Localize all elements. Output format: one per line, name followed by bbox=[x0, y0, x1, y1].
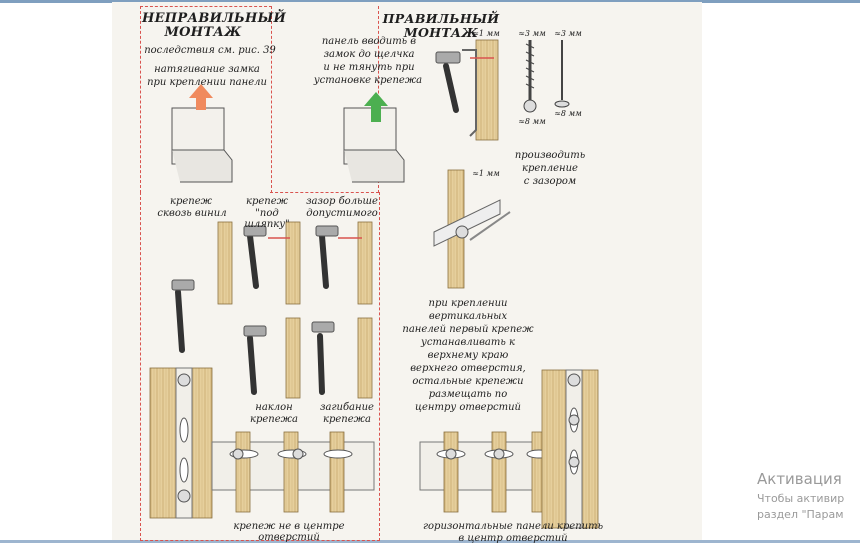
watermark-line3: раздел "Парам bbox=[757, 508, 844, 521]
window-top-border bbox=[0, 0, 860, 3]
window-bottom-border bbox=[0, 540, 860, 543]
wrong-col3-line2: допустимого bbox=[306, 208, 378, 219]
right-gap-line3: с зазором bbox=[523, 176, 577, 187]
right-insert-line3: и не тянуть при bbox=[323, 62, 415, 73]
activation-watermark: Активация Чтобы активир раздел "Парам bbox=[757, 470, 844, 521]
dim-8mm-screw: ≈8 мм bbox=[518, 117, 546, 126]
watermark-title: Активация bbox=[757, 470, 842, 488]
right-gap-line1: производить bbox=[514, 150, 586, 161]
wrong-bend-line1: загибание bbox=[320, 402, 374, 413]
dim-3mm-screw: ≈3 мм bbox=[518, 29, 546, 38]
wrong-col1-line1: крепеж bbox=[169, 196, 213, 207]
wrong-bend-line2: крепежа bbox=[323, 414, 371, 425]
wrong-pull-line1: натягивание замка bbox=[154, 64, 260, 75]
right-insert-line2: замок до щелчка bbox=[323, 49, 415, 60]
right-vert-line6: верхнего отверстия, bbox=[410, 363, 526, 374]
right-title: ПРАВИЛЬНЫЙ МОНТАЖ bbox=[382, 11, 500, 40]
wrong-panel-pull bbox=[171, 84, 233, 183]
right-horiz-line2: в центр отверстий bbox=[458, 533, 568, 544]
wrong-col1-line2: сквозь винил bbox=[157, 208, 227, 219]
right-vertical-panel bbox=[541, 369, 599, 529]
right-insert-line1: панель вводить в bbox=[321, 36, 417, 47]
wrong-pull-line2: при креплении панели bbox=[147, 77, 267, 88]
wrong-frame-lower bbox=[140, 192, 380, 541]
right-horizontal-panel bbox=[419, 431, 553, 513]
right-hammer-stud bbox=[435, 39, 499, 141]
wrong-tilt-line2: крепежа bbox=[250, 414, 298, 425]
right-vert-line7: остальные крепежи bbox=[412, 376, 524, 387]
wrong-title-line2: МОНТАЖ bbox=[164, 25, 242, 40]
wrong-offcenter-caption: крепеж не в центре отверстий bbox=[233, 521, 345, 544]
wrong-frame-upper bbox=[140, 6, 272, 193]
wrong-horizontal-panel bbox=[211, 431, 375, 513]
screw-diagram bbox=[523, 40, 570, 113]
dim-3mm-nail: ≈3 мм bbox=[554, 29, 582, 38]
gap-detail bbox=[433, 169, 511, 289]
right-gap-line2: крепление bbox=[522, 163, 578, 174]
right-vert-line5: верхнему краю bbox=[427, 350, 509, 361]
wrong-hammers-row2 bbox=[243, 317, 373, 399]
right-vert-line9: центру отверстий bbox=[415, 402, 521, 413]
wrong-title-line1: НЕПРАВИЛЬНЫЙ bbox=[142, 11, 287, 26]
wrong-tilt-line1: наклон bbox=[255, 402, 293, 413]
wrong-hammers-row1 bbox=[171, 221, 373, 353]
right-vert-line3: панелей первый крепеж bbox=[402, 324, 534, 335]
right-panel-insert bbox=[343, 92, 405, 183]
wrong-reference: последствия см. рис. 39 bbox=[144, 45, 276, 56]
right-insert-line4: установке крепежа bbox=[313, 75, 423, 86]
right-horiz-line1: горизонтальные панели крепить bbox=[422, 521, 604, 532]
dim-1mm-top: ≈1 мм bbox=[472, 29, 500, 38]
wrong-vertical-panel bbox=[149, 367, 213, 519]
wrong-col2-line1: крепеж bbox=[245, 196, 289, 207]
right-vert-line2: вертикальных bbox=[428, 311, 508, 322]
right-vert-line8: размещать по bbox=[428, 389, 508, 400]
dim-1mm-gap: ≈1 мм bbox=[472, 169, 500, 178]
watermark-line2: Чтобы активир bbox=[757, 492, 845, 505]
right-vert-line4: устанавливать к bbox=[421, 337, 515, 348]
right-vert-line1: при креплении bbox=[428, 298, 508, 309]
wrong-col3-line1: зазор больше bbox=[306, 196, 378, 207]
dim-8mm-nail: ≈8 мм bbox=[554, 109, 582, 118]
wrong-col2-line2: "под шляпку" bbox=[244, 208, 290, 231]
